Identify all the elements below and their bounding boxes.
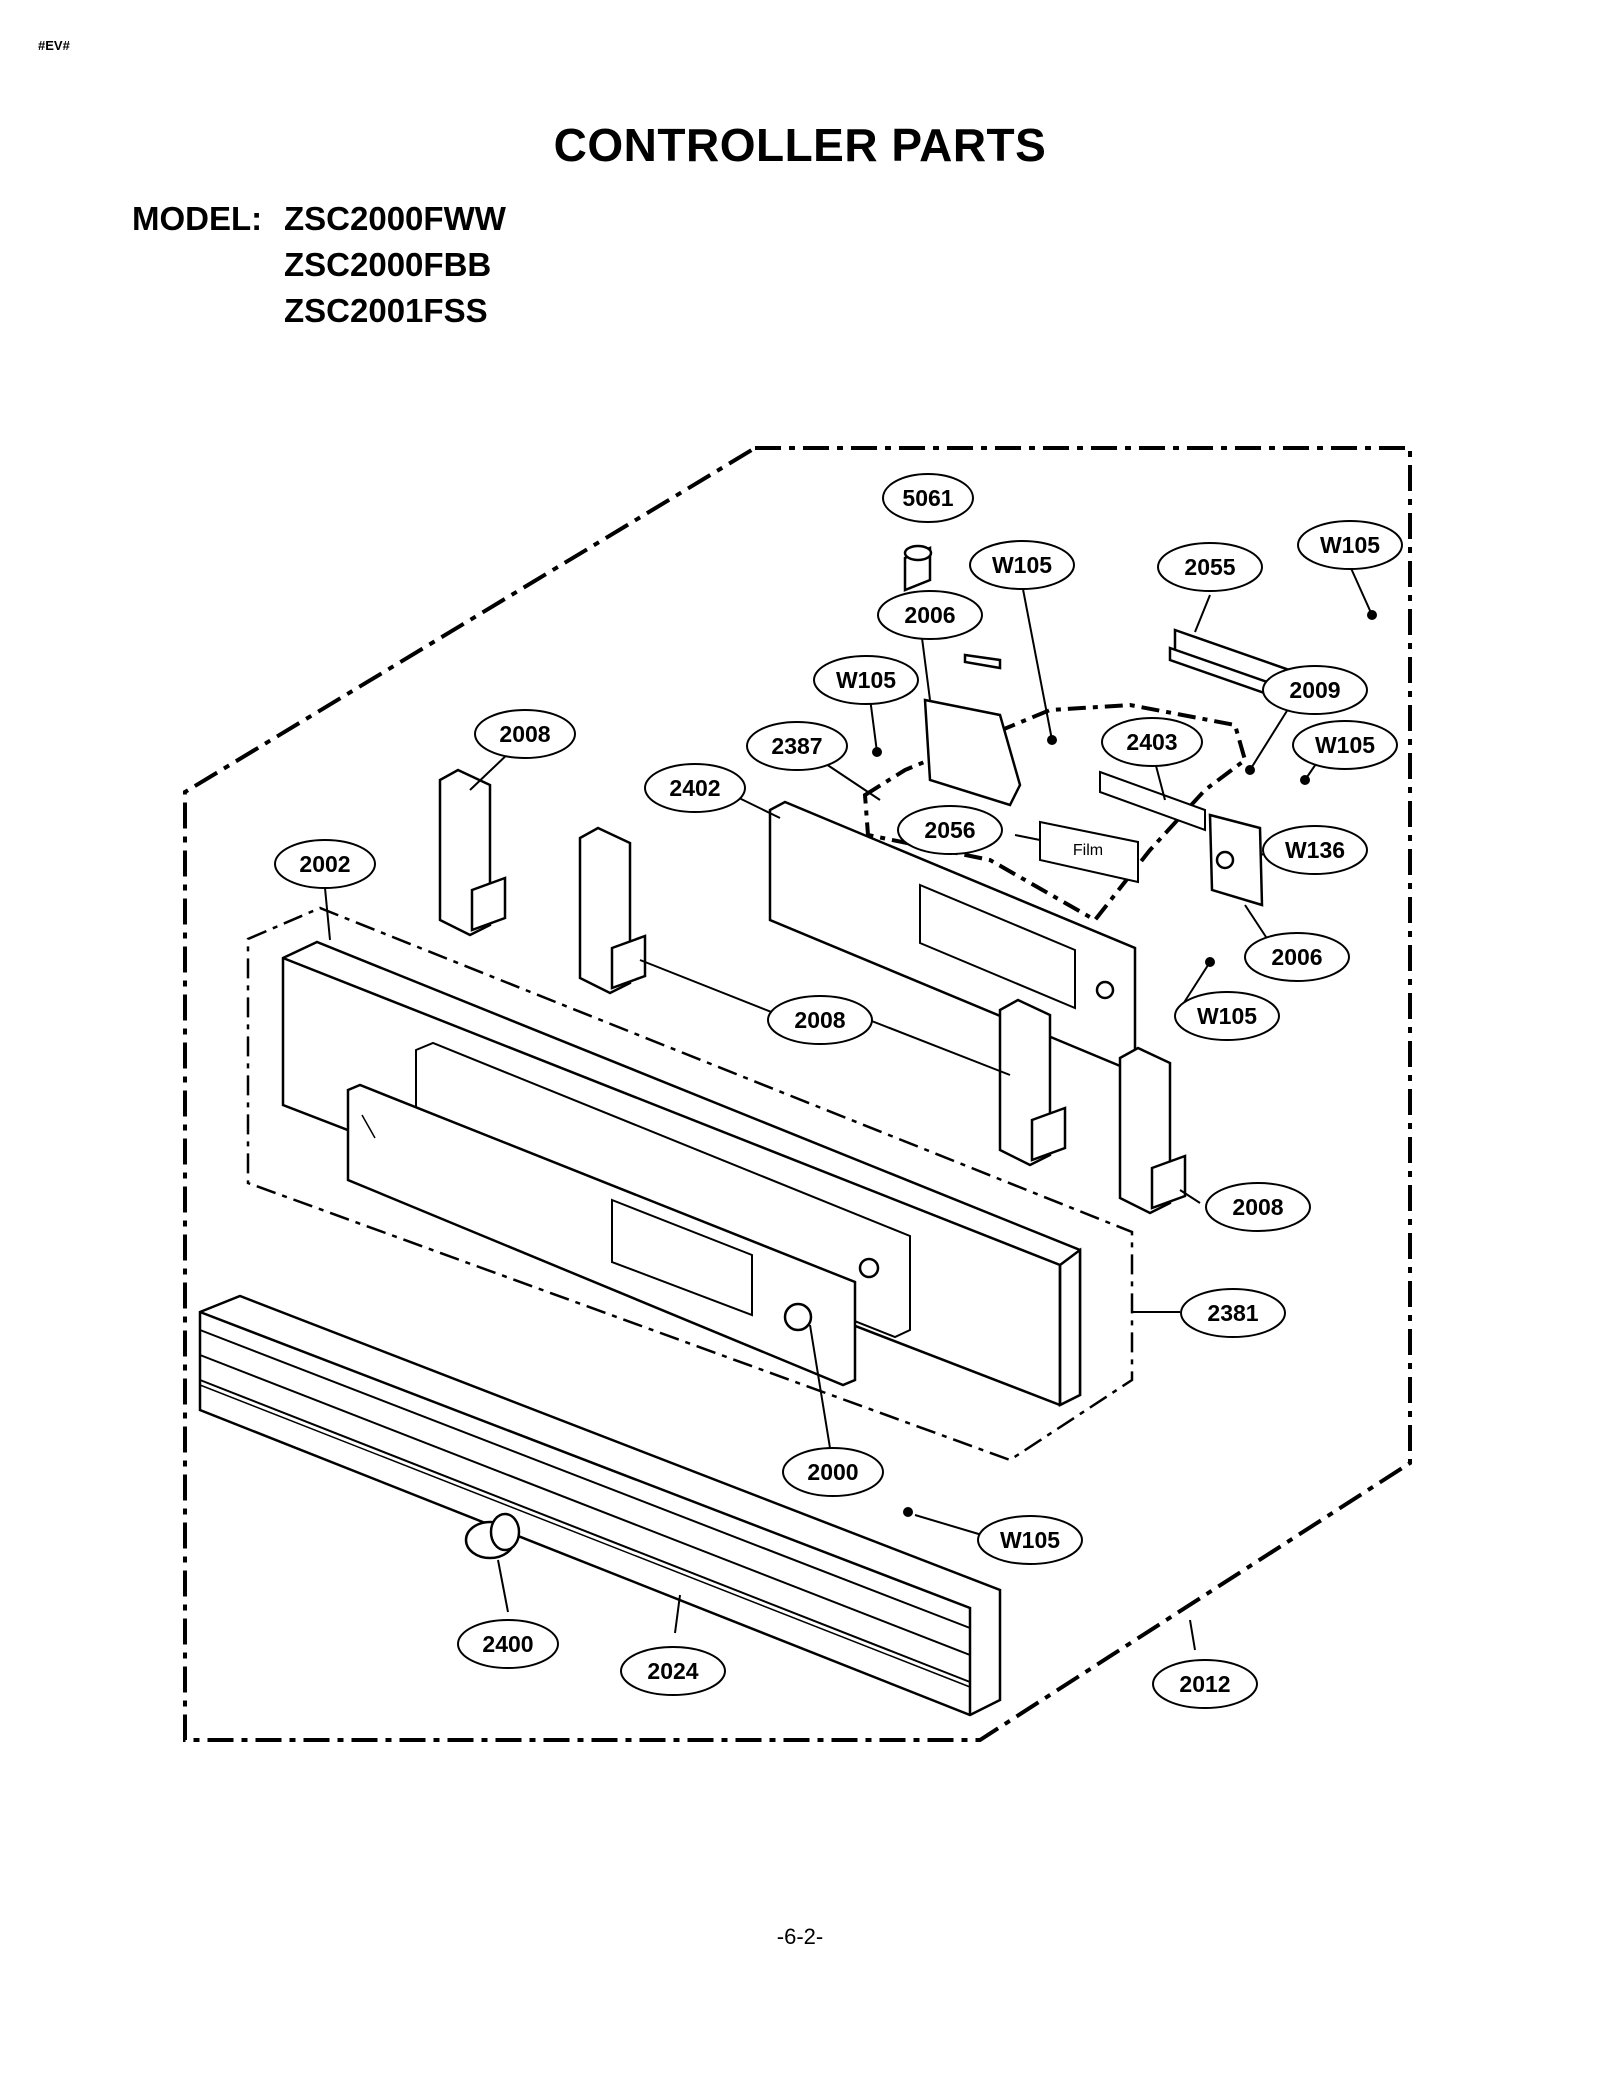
sub-pcb	[1208, 813, 1264, 907]
bracket	[578, 826, 647, 995]
ferrite-core	[903, 544, 933, 592]
callout-w105: W105	[969, 540, 1075, 590]
callout-2008: 2008	[1205, 1182, 1311, 1232]
svg-text:2402: 2402	[669, 775, 720, 801]
callout-w105: W105	[813, 655, 919, 705]
callout-2002: 2002	[274, 839, 376, 889]
svg-text:W105: W105	[1000, 1527, 1060, 1553]
svg-text:W136: W136	[1285, 837, 1345, 863]
svg-text:2006: 2006	[1271, 944, 1322, 970]
callout-2009: 2009	[1262, 665, 1368, 715]
svg-text:2400: 2400	[482, 1631, 533, 1657]
callout-2024: 2024	[620, 1646, 726, 1696]
document-code: #EV#	[38, 38, 70, 53]
svg-text:2008: 2008	[499, 721, 550, 747]
callout-w105: W105	[1292, 720, 1398, 770]
callout-2403: 2403	[1101, 717, 1203, 767]
bracket	[1118, 1046, 1187, 1215]
svg-text:5061: 5061	[902, 485, 953, 511]
callout-2381: 2381	[1180, 1288, 1286, 1338]
page-number: -6-2-	[776, 1924, 824, 1949]
callout-w105: W105	[977, 1515, 1083, 1565]
main-pcb	[923, 653, 1022, 807]
model-list: MODEL: ZSC2000FWW ZSC2000FBB ZSC2001FSS	[132, 196, 506, 334]
callout-2008: 2008	[474, 709, 576, 759]
callout-w105: W105	[1297, 520, 1403, 570]
page-title: CONTROLLER PARTS	[553, 119, 1047, 171]
svg-text:2006: 2006	[904, 602, 955, 628]
svg-text:2055: 2055	[1184, 554, 1235, 580]
bracket	[438, 768, 507, 937]
key-pcb	[1099, 770, 1206, 832]
film-label: Film	[1073, 842, 1103, 859]
svg-text:W105: W105	[992, 552, 1052, 578]
front-panel	[281, 940, 1082, 1408]
svg-text:W105: W105	[1315, 732, 1375, 758]
callout-5061: 5061	[882, 473, 974, 523]
svg-text:2012: 2012	[1179, 1671, 1230, 1697]
leader-lines	[324, 565, 1373, 1651]
svg-text:2008: 2008	[1232, 1194, 1283, 1220]
svg-text:2008: 2008	[794, 1007, 845, 1033]
bottom-trim	[198, 1294, 1002, 1717]
assembly-boundary	[183, 446, 1412, 1742]
callout-w136: W136	[1262, 825, 1368, 875]
svg-text:2381: 2381	[1207, 1300, 1258, 1326]
pcb-group-boundary	[862, 702, 1248, 923]
callout-2056: 2056	[897, 805, 1003, 855]
svg-text:W105: W105	[1197, 1003, 1257, 1029]
callout-2006: 2006	[1244, 932, 1350, 982]
svg-text:2403: 2403	[1126, 729, 1177, 755]
svg-text:W105: W105	[1320, 532, 1380, 558]
callout-2000: 2000	[782, 1447, 884, 1497]
svg-text:2002: 2002	[299, 851, 350, 877]
callout-2006: 2006	[877, 590, 983, 640]
panel-group-boundary	[246, 906, 1134, 1462]
model-number: ZSC2000FWW	[284, 200, 506, 237]
svg-text:2024: 2024	[647, 1658, 698, 1684]
callout-2400: 2400	[457, 1619, 559, 1669]
bracket	[998, 998, 1067, 1167]
callout-2012: 2012	[1152, 1659, 1258, 1709]
svg-text:2387: 2387	[771, 733, 822, 759]
callout-w105: W105	[1174, 991, 1280, 1041]
svg-text:W105: W105	[836, 667, 896, 693]
model-number: ZSC2001FSS	[284, 292, 488, 329]
svg-text:2000: 2000	[807, 1459, 858, 1485]
film: Film	[1039, 820, 1139, 884]
knob	[464, 1512, 521, 1560]
callout-2055: 2055	[1157, 542, 1263, 592]
svg-text:2056: 2056	[924, 817, 975, 843]
model-number: ZSC2000FBB	[284, 246, 492, 283]
callout-2402: 2402	[644, 763, 746, 813]
svg-text:2009: 2009	[1289, 677, 1340, 703]
callout-2387: 2387	[746, 721, 848, 771]
model-label: MODEL:	[132, 200, 263, 237]
callout-2008: 2008	[767, 995, 873, 1045]
